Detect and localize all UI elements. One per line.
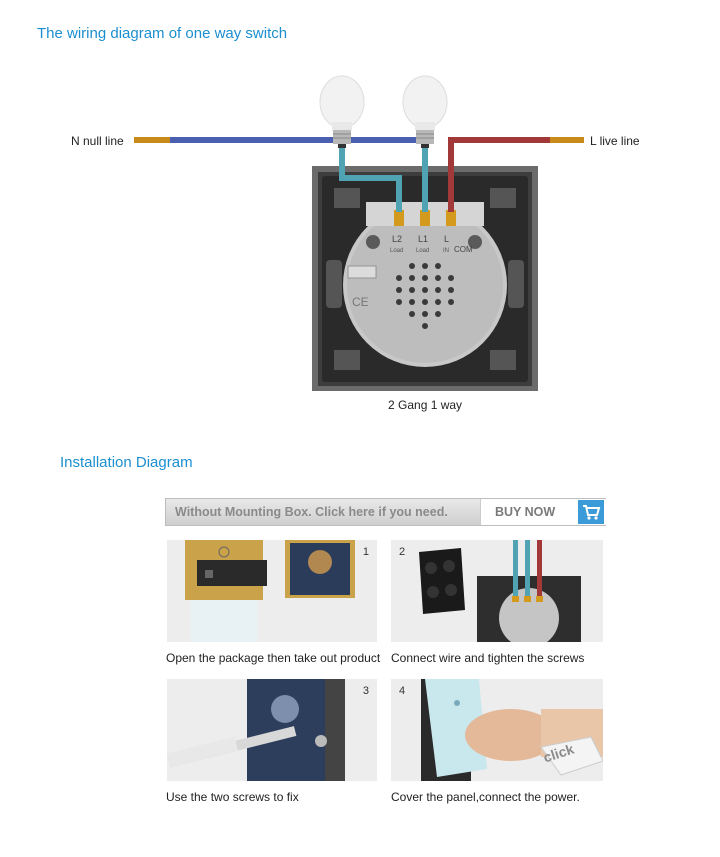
step-2-image: 2 xyxy=(391,540,603,642)
cart-icon[interactable] xyxy=(578,500,604,524)
wiring-diagram-graphic: CE L2 L1 L COM Load Load IN xyxy=(134,75,584,391)
live-wire xyxy=(448,137,550,212)
terminal-label-l2: L2 xyxy=(392,234,402,244)
step-4-number: 4 xyxy=(399,685,406,697)
terminal-sub-in: IN xyxy=(443,248,449,254)
banner-text[interactable]: Without Mounting Box. Click here if you … xyxy=(175,505,448,519)
terminal-sub-load-1: Load xyxy=(416,248,429,254)
step-1-caption: Open the package then take out product xyxy=(166,651,381,665)
mounting-box-banner[interactable]: Without Mounting Box. Click here if you … xyxy=(165,498,606,526)
step-1-number: 1 xyxy=(362,546,369,558)
live-line-label: L live line xyxy=(590,134,640,148)
buy-now-label[interactable]: BUY NOW xyxy=(495,505,556,519)
step-3-caption: Use the two screws to fix xyxy=(166,790,299,804)
bulb-icon-1 xyxy=(319,75,365,148)
terminal-label-l1: L1 xyxy=(418,234,428,244)
null-line-label: N null line xyxy=(71,134,124,148)
step-4-caption: Cover the panel,connect the power. xyxy=(391,790,580,804)
bulb-icon-2 xyxy=(402,75,448,148)
step-2-number: 2 xyxy=(399,546,406,558)
step-1-image: 1 xyxy=(167,540,377,642)
installation-diagram-title: Installation Diagram xyxy=(60,454,193,471)
terminal-label-l: L xyxy=(444,234,449,244)
buy-now-button[interactable]: BUY NOW xyxy=(480,499,606,525)
step-3-number: 3 xyxy=(362,685,369,697)
terminal-label-com: COM xyxy=(454,245,473,254)
step-2-caption: Connect wire and tighten the screws xyxy=(391,651,585,665)
load-wire-1 xyxy=(339,148,402,212)
ce-mark: CE xyxy=(352,295,369,309)
terminal-sub-load-2: Load xyxy=(390,248,403,254)
neutral-wire xyxy=(170,137,420,143)
step-3-image: 3 xyxy=(167,679,377,781)
step-4-image: click 4 xyxy=(391,679,603,781)
switch-caption: 2 Gang 1 way xyxy=(388,398,463,412)
wiring-diagram-title: The wiring diagram of one way switch xyxy=(37,25,288,42)
